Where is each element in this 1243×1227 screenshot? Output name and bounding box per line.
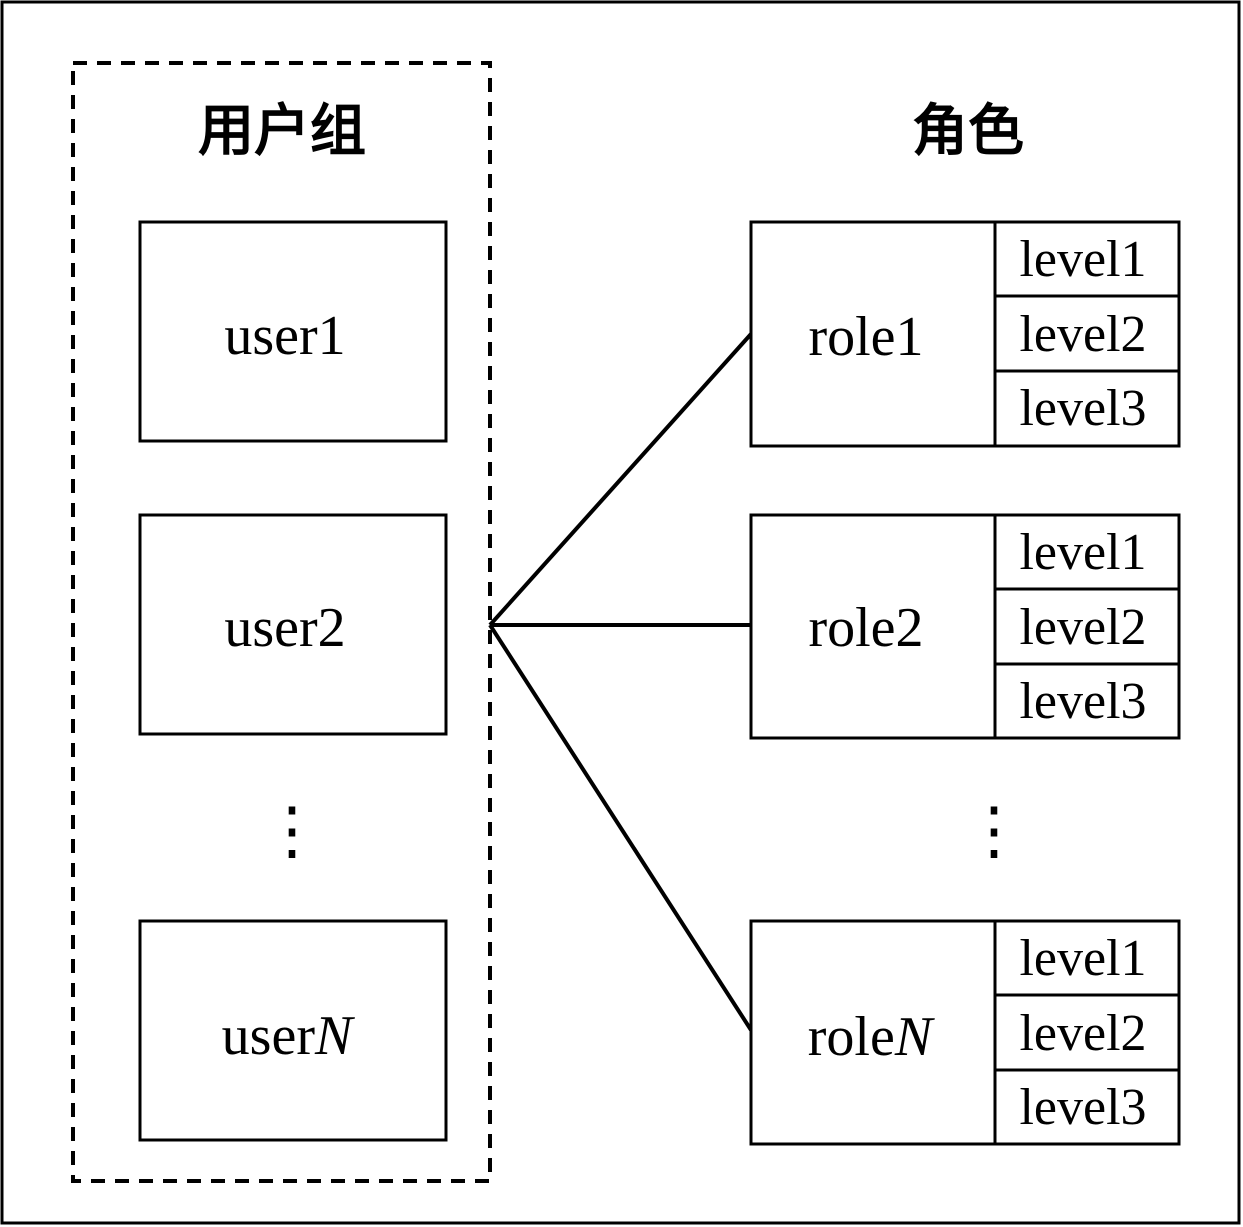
user-label-n: userN	[222, 1005, 355, 1067]
role-ellipsis: ⋮	[962, 795, 1026, 866]
role-box-n: roleN level1 level2 level3	[749, 919, 1181, 1146]
role1-level1: level1	[1019, 231, 1146, 288]
role-title: 角色	[912, 99, 1024, 164]
user-box-n: userN	[138, 919, 448, 1142]
user-box-1: user1	[138, 220, 448, 443]
role2-level2: level2	[1019, 599, 1146, 656]
role2-level1: level1	[1019, 524, 1146, 581]
user-ellipsis: ⋮	[260, 795, 324, 866]
role-label-1: role1	[808, 306, 923, 368]
role1-level3: level3	[1019, 380, 1146, 437]
user-label-1: user1	[224, 305, 345, 367]
role2-level3: level3	[1019, 673, 1146, 730]
role-label-n: roleN	[808, 1006, 935, 1068]
roleN-level3: level3	[1019, 1079, 1146, 1136]
user-group-title: 用户组	[198, 99, 366, 164]
role1-level2: level2	[1019, 306, 1146, 363]
roleN-level2: level2	[1019, 1005, 1146, 1062]
roleN-level1: level1	[1019, 930, 1146, 987]
role-label-2: role2	[808, 597, 923, 659]
connector-role1	[488, 332, 753, 627]
role-box-1: role1 level1 level2 level3	[749, 220, 1181, 448]
role-box-2: role2 level1 level2 level3	[749, 513, 1181, 740]
user-box-2: user2	[138, 513, 448, 736]
connector-roleN	[488, 623, 753, 1032]
user-label-2: user2	[224, 597, 345, 659]
